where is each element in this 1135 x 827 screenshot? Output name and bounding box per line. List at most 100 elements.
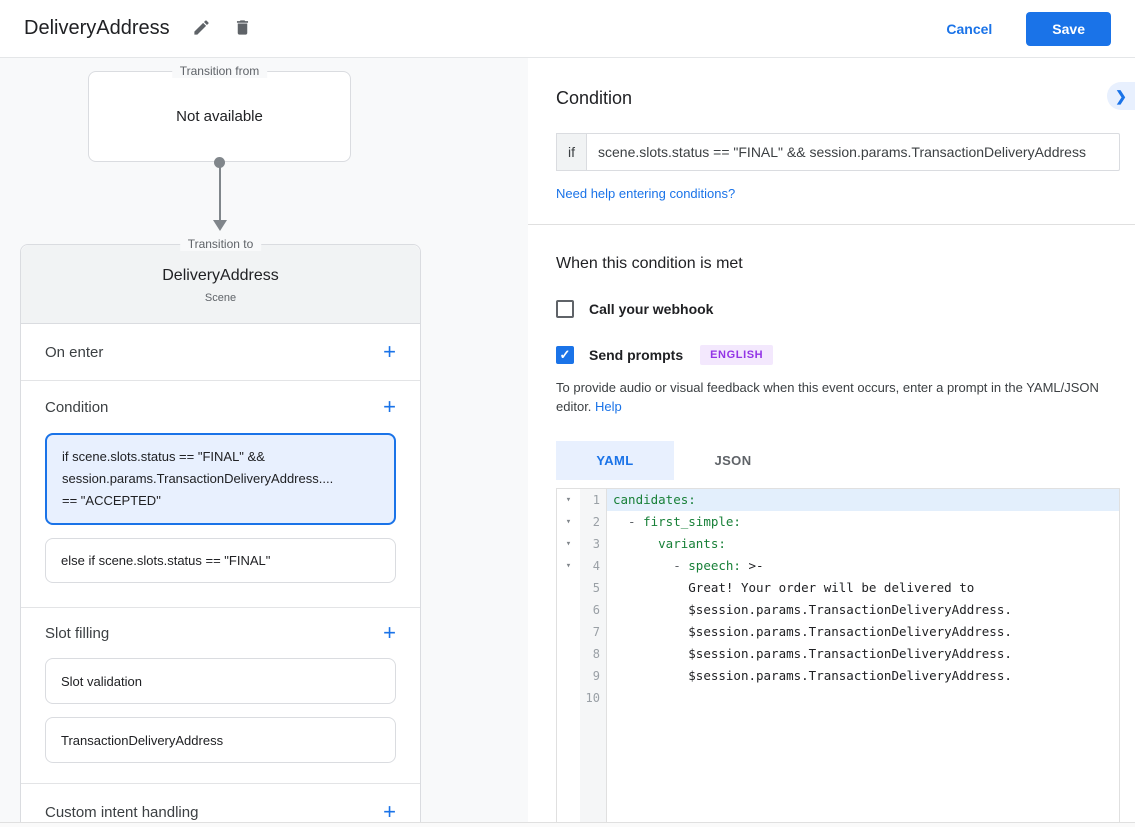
editor-hint-text: To provide audio or visual feedback when… (556, 378, 1118, 416)
slot-validation-card[interactable]: Slot validation (45, 658, 396, 704)
condition-card-else[interactable]: else if scene.slots.status == "FINAL" (45, 538, 396, 583)
code-segment (613, 602, 688, 617)
condition-help-link[interactable]: Need help entering conditions? (556, 186, 736, 201)
code-segment: - (613, 558, 689, 573)
scene-type: Scene (204, 292, 237, 304)
send-prompts-label[interactable]: Send prompts (589, 347, 684, 363)
edit-scene-button[interactable] (192, 18, 211, 40)
divider (21, 607, 420, 608)
condition-header-section: Condition ❯ if Need help entering condit… (528, 58, 1135, 203)
add-on-enter-button[interactable]: + (383, 339, 396, 364)
panel-divider (528, 224, 1135, 225)
fold-toggle-icon[interactable]: ▾ (565, 495, 572, 505)
cancel-button[interactable]: Cancel (946, 20, 993, 37)
transition-to-card: Transition to DeliveryAddress Scene On e… (20, 237, 421, 823)
code-segment: first_simple: (643, 514, 741, 529)
condition-met-heading: When this condition is met (556, 255, 743, 272)
trash-icon (233, 18, 252, 40)
line-number: 5 (592, 581, 600, 595)
checkmark-icon: ✓ (559, 347, 571, 362)
on-enter-label: On enter (45, 343, 104, 361)
line-number: 10 (585, 691, 600, 705)
code-segment: variants: (658, 536, 726, 551)
fold-toggle-icon (557, 621, 580, 643)
code-segment: - (613, 514, 644, 529)
code-line[interactable]: candidates: (607, 489, 1119, 511)
on-enter-row: On enter + (21, 324, 420, 380)
top-bar: DeliveryAddress Cancel Save (0, 0, 1135, 58)
condition-section-label: Condition (45, 398, 109, 416)
pencil-icon (192, 18, 211, 40)
save-button[interactable]: Save (1026, 11, 1111, 46)
code-segment: speech: (688, 558, 741, 573)
code-segment (613, 536, 658, 551)
code-line[interactable] (607, 687, 1119, 709)
slot-filling-label: Slot filling (45, 624, 110, 642)
tab-yaml[interactable]: YAML (556, 441, 674, 480)
line-number: 1 (592, 493, 600, 507)
code-line[interactable]: $session.params.TransactionDeliveryAddre… (607, 665, 1119, 687)
divider (21, 380, 420, 381)
connector-line (219, 162, 221, 220)
line-number: 3 (592, 537, 600, 551)
condition-detail-panel: Condition ❯ if Need help entering condit… (528, 58, 1135, 822)
tab-json[interactable]: JSON (714, 453, 752, 468)
line-number: 2 (592, 515, 600, 529)
condition-section-row: Condition + (21, 381, 420, 433)
code-segment: candidates: (613, 492, 696, 507)
code-segment: >- (740, 558, 764, 573)
fold-toggle-icon (557, 687, 580, 709)
call-webhook-checkbox[interactable] (556, 300, 574, 318)
if-prefix-label: if (556, 133, 586, 171)
fold-toggle-icon[interactable]: ▾ (565, 561, 572, 571)
delete-scene-button[interactable] (233, 18, 252, 40)
code-line[interactable]: $session.params.TransactionDeliveryAddre… (607, 621, 1119, 643)
fold-toggle-icon (557, 599, 580, 621)
condition-expression-row: if (556, 133, 1120, 171)
code-segment: Great! Your order will be delivered to (688, 580, 975, 595)
code-line[interactable]: - speech: >- (607, 555, 1119, 577)
editor-code-column: candidates: - first_simple: variants: - … (607, 489, 1119, 822)
code-segment: $session.params.TransactionDeliveryAddre… (688, 668, 1012, 683)
collapse-panel-button[interactable]: ❯ (1107, 82, 1135, 110)
condition-expression-input[interactable] (586, 133, 1120, 171)
condition-met-section: When this condition is met Call your web… (528, 225, 1135, 822)
editor-format-tabs: YAML JSON (556, 441, 1120, 480)
fold-toggle-icon[interactable]: ▾ (565, 517, 572, 527)
slot-card[interactable]: TransactionDeliveryAddress (45, 717, 396, 763)
code-line[interactable]: $session.params.TransactionDeliveryAddre… (607, 643, 1119, 665)
code-line[interactable]: $session.params.TransactionDeliveryAddre… (607, 599, 1119, 621)
code-segment (613, 668, 688, 683)
line-number: 9 (592, 669, 600, 683)
code-line[interactable]: - first_simple: (607, 511, 1119, 533)
language-badge: ENGLISH (700, 345, 774, 365)
help-link[interactable]: Help (595, 399, 622, 414)
code-line[interactable]: Great! Your order will be delivered to (607, 577, 1119, 599)
scene-card-header: DeliveryAddress Scene (21, 245, 420, 324)
call-webhook-label[interactable]: Call your webhook (589, 301, 714, 317)
fold-toggle-icon (557, 577, 580, 599)
line-number: 6 (592, 603, 600, 617)
send-prompts-row: ✓ Send prompts ENGLISH (556, 345, 1120, 365)
hint-text-body: To provide audio or visual feedback when… (556, 380, 1099, 414)
add-custom-intent-button[interactable]: + (383, 799, 396, 823)
fold-toggle-icon[interactable]: ▾ (565, 539, 572, 549)
code-segment: $session.params.TransactionDeliveryAddre… (688, 624, 1012, 639)
add-condition-button[interactable]: + (383, 394, 396, 419)
code-line[interactable]: variants: (607, 533, 1119, 555)
custom-intent-row: Custom intent handling + (21, 784, 420, 823)
add-slot-button[interactable]: + (383, 620, 396, 645)
code-segment: $session.params.TransactionDeliveryAddre… (688, 646, 1012, 661)
transition-from-label: Transition from (171, 64, 268, 78)
condition-card-selected[interactable]: if scene.slots.status == "FINAL" && sess… (45, 433, 396, 525)
scene-canvas: Transition from Not available Transition… (0, 58, 528, 822)
line-number: 4 (592, 559, 600, 573)
page-title: DeliveryAddress (24, 17, 170, 39)
transition-to-label: Transition to (179, 237, 262, 251)
editor-fold-column: ▾ ▾ ▾ ▾ (557, 489, 580, 822)
code-segment (613, 624, 688, 639)
panel-title: Condition (556, 88, 633, 108)
line-number: 7 (592, 625, 600, 639)
send-prompts-checkbox[interactable]: ✓ (556, 346, 574, 364)
